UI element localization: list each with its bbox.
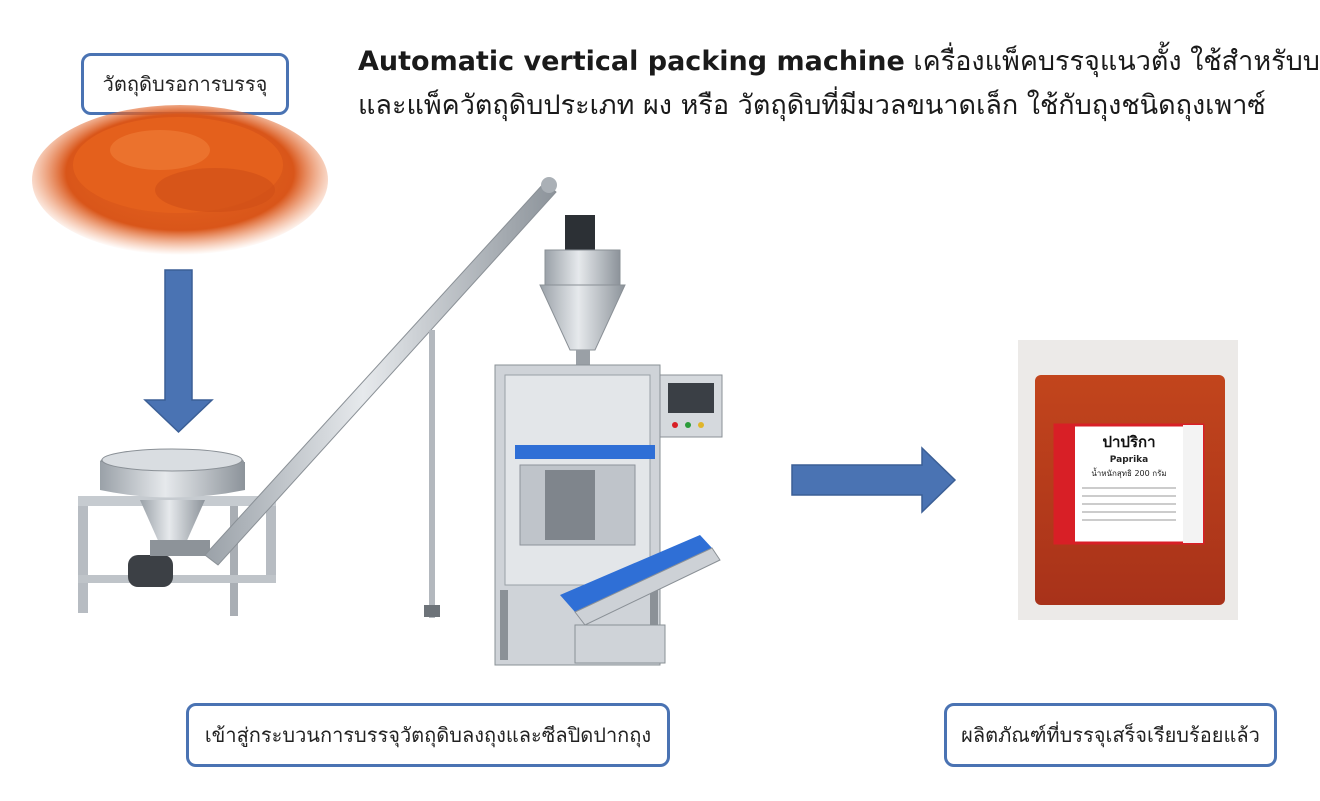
output-conveyor-image [560, 535, 721, 664]
bag-weight: น้ำหนักสุทธิ 200 กรัม [1091, 467, 1166, 478]
auger-filler-image [539, 215, 626, 365]
bag-title: ปาปริกา [1102, 433, 1155, 451]
hopper-feeder-image [78, 448, 276, 616]
paprika-bag-image: ปาปริกา Paprika น้ำหนักสุทธิ 200 กรัม [1018, 340, 1238, 620]
raw-material-label: วัตถุดิบรอการบรรจุ [81, 53, 289, 115]
paprika-powder-image [32, 105, 328, 255]
headline-line-1-rest: เครื่องแพ็คบรรจุแนวตั้ง ใช้สำหรับบรรจุ [904, 46, 1320, 77]
finished-product-label: ผลิตภัณฑ์ที่บรรจุเสร็จเรียบร้อยแล้ว [944, 703, 1277, 767]
process-label: เข้าสู่กระบวนการบรรจุวัตถุดิบลงถุงและซีล… [186, 703, 670, 767]
bag-subtitle: Paprika [1110, 455, 1148, 465]
down-arrow-icon [143, 269, 214, 434]
headline-line-1: Automatic vertical packing machine เครื่… [358, 40, 1320, 84]
vertical-packing-machine-image [494, 364, 723, 666]
process-text: เข้าสู่กระบวนการบรรจุวัตถุดิบลงถุงและซีล… [204, 723, 652, 747]
headline-line-2: และแพ็ควัตถุดิบประเภท ผง หรือ วัตถุดิบที… [358, 90, 1266, 121]
screw-conveyor-image [204, 177, 557, 618]
finished-product-text: ผลิตภัณฑ์ที่บรรจุเสร็จเรียบร้อยแล้ว [961, 723, 1260, 747]
headline: Automatic vertical packing machine เครื่… [358, 40, 1320, 128]
right-arrow-icon [791, 446, 957, 514]
raw-material-text: วัตถุดิบรอการบรรจุ [102, 72, 268, 96]
headline-machine-name: Automatic vertical packing machine [358, 46, 905, 77]
